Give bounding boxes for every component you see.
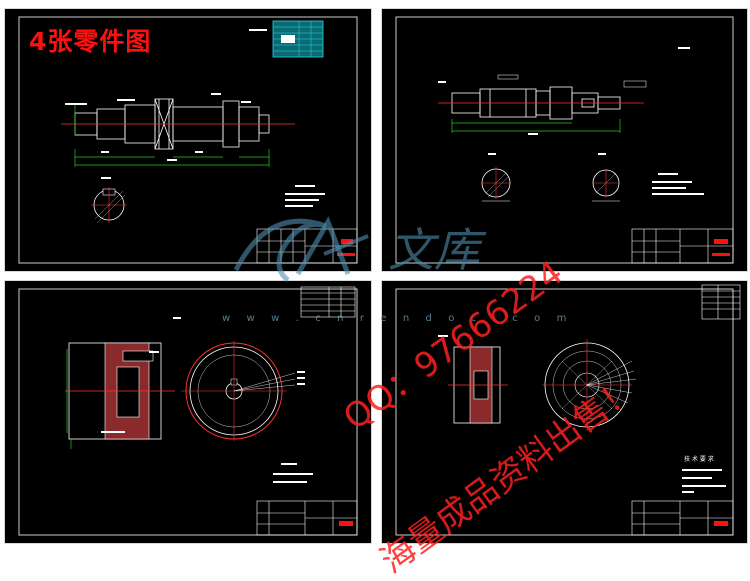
parameter-table [272,20,324,58]
title-block [256,228,358,264]
title-block [256,500,358,536]
title-block-stamp [339,521,353,526]
gear-side-section [65,317,181,449]
title-block-stamp [341,239,353,244]
shaft-drawing-sheet: 4张零件图 [4,8,372,272]
gear-parameter-table [300,286,356,318]
large-gear-drawing: 技 术 要 求 [395,284,741,536]
gear-shaft-drawing [395,16,734,264]
dimension-lines [451,119,621,133]
title-block-stamp [714,239,728,244]
tech-notes [652,173,704,195]
title-block [631,228,734,264]
gear-shaft-drawing-sheet [381,8,748,272]
gear-side-section [438,335,508,424]
dimension-text [65,93,251,161]
gear-drawing-sheet [4,280,372,544]
large-gear-drawing-sheet: 技 术 要 求 [381,280,748,544]
gear-front-view [542,339,637,431]
dimension-lines [74,105,270,167]
title-block-stamp [714,521,728,526]
shaft-drawing [18,16,358,264]
shaft-section-view [91,177,127,224]
title-block [631,500,734,536]
gear-drawing [18,286,358,536]
tech-notes [273,463,313,483]
tech-notes [682,469,726,493]
shaft-section-left [481,153,511,202]
gear-front-view [181,341,305,441]
tech-notes [285,185,325,207]
shaft-section-right [592,153,620,202]
dimension-text [438,47,690,135]
gear-parameter-table [701,284,741,320]
tech-requirements-heading: 技 术 要 求 [684,455,714,463]
page-title: 4张零件图 [29,27,152,56]
drawing-collage: 4张零件图 [4,8,748,581]
